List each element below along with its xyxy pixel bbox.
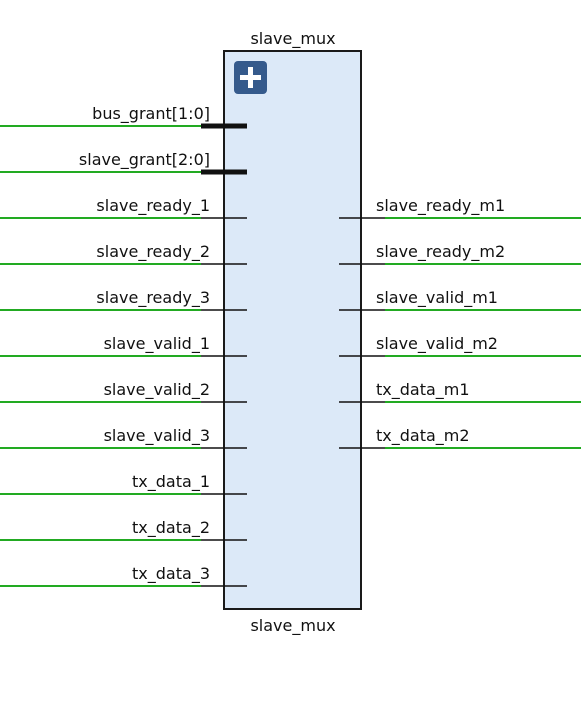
left-ports: bus_grant[1:0] slave_grant[2:0] slave_read…: [0, 104, 247, 587]
left-port-bus-grant-1-0[interactable]: bus_grant[1:0]: [0, 104, 247, 129]
left-port-tx-data-1[interactable]: tx_data_1: [0, 472, 247, 495]
block-name-top: slave_mux: [250, 29, 335, 49]
right-port-tx-data-m1[interactable]: tx_data_m1: [339, 380, 581, 403]
right-port-slave-valid-m1[interactable]: slave_valid_m1: [339, 288, 581, 311]
port-label: slave_valid_2: [104, 380, 210, 400]
port-label: tx_data_m2: [376, 426, 470, 446]
slave-mux-block[interactable]: [223, 50, 362, 610]
port-label: slave_valid_1: [104, 334, 210, 354]
right-ports: slave_ready_m1 slave_ready_m2 slave_valid_…: [339, 196, 581, 449]
plus-icon[interactable]: [234, 61, 267, 94]
right-port-slave-ready-m2[interactable]: slave_ready_m2: [339, 242, 581, 265]
left-port-slave-ready-1[interactable]: slave_ready_1: [0, 196, 247, 219]
port-label: tx_data_m1: [376, 380, 470, 400]
port-label: slave_valid_3: [104, 426, 210, 446]
port-label: tx_data_2: [132, 518, 210, 538]
left-port-slave-grant-2-0[interactable]: slave_grant[2:0]: [0, 150, 247, 175]
left-port-slave-valid-1[interactable]: slave_valid_1: [0, 334, 247, 357]
port-label: slave_valid_m2: [376, 334, 498, 354]
left-port-tx-data-3[interactable]: tx_data_3: [0, 564, 247, 587]
port-label: tx_data_3: [132, 564, 210, 584]
port-label: slave_ready_m1: [376, 196, 505, 216]
port-label: tx_data_1: [132, 472, 210, 492]
port-label: slave_grant[2:0]: [79, 150, 210, 170]
port-label: slave_ready_1: [96, 196, 210, 216]
port-label: bus_grant[1:0]: [92, 104, 210, 124]
left-port-tx-data-2[interactable]: tx_data_2: [0, 518, 247, 541]
right-port-tx-data-m2[interactable]: tx_data_m2: [339, 426, 581, 449]
left-port-slave-valid-2[interactable]: slave_valid_2: [0, 380, 247, 403]
port-label: slave_ready_3: [96, 288, 210, 308]
port-label: slave_valid_m1: [376, 288, 498, 308]
right-port-slave-ready-m1[interactable]: slave_ready_m1: [339, 196, 581, 219]
left-port-slave-ready-3[interactable]: slave_ready_3: [0, 288, 247, 311]
left-port-slave-ready-2[interactable]: slave_ready_2: [0, 242, 247, 265]
port-label: slave_ready_2: [96, 242, 210, 262]
right-port-slave-valid-m2[interactable]: slave_valid_m2: [339, 334, 581, 357]
port-label: slave_ready_m2: [376, 242, 505, 262]
block-name-bottom: slave_mux: [250, 616, 335, 636]
left-port-slave-valid-3[interactable]: slave_valid_3: [0, 426, 247, 449]
